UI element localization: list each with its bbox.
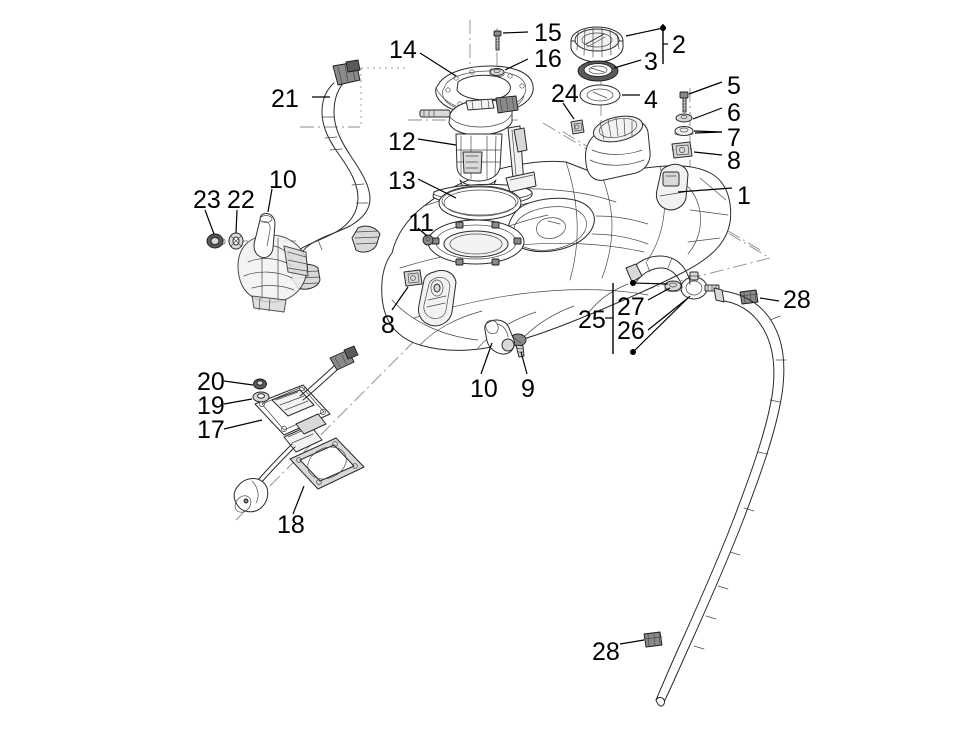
- callout-19: 19: [197, 392, 225, 420]
- vent-hose-upper: [625, 255, 691, 289]
- callout-25: 25: [578, 306, 606, 334]
- part-23-nut: [206, 233, 226, 249]
- part-13-sealing-ring: [438, 185, 522, 221]
- callout-3: 3: [644, 48, 658, 76]
- part-4-filler-gasket: [579, 84, 621, 106]
- callout-28b: 28: [592, 638, 620, 666]
- part-15-stud-bolt: [493, 30, 502, 51]
- filler-neck: [585, 115, 651, 181]
- long-vent-hose: [655, 287, 787, 707]
- callout-17: 17: [197, 416, 225, 444]
- callout-15: 15: [534, 19, 562, 47]
- part-17-level-sender: [233, 345, 359, 513]
- part-22-washer: [228, 232, 244, 250]
- callout-13: 13: [388, 167, 416, 195]
- callout-6: 6: [727, 99, 741, 127]
- callout-26: 26: [617, 317, 645, 345]
- callout-10: 10: [470, 375, 498, 403]
- part-8-clip-nut-front: [403, 269, 423, 287]
- callout-8b: 8: [381, 311, 395, 339]
- callout-11: 11: [408, 209, 434, 237]
- part-16-nut: [489, 68, 505, 77]
- callout-22: 22: [227, 186, 255, 214]
- part-24-clip: [570, 119, 585, 135]
- part-12-fuel-pump: [419, 95, 537, 206]
- callout-18: 18: [277, 511, 305, 539]
- callout-14: 14: [389, 36, 417, 64]
- part-19-washer: [252, 391, 270, 403]
- part-10-bush-front: [484, 319, 515, 355]
- callout-27: 27: [617, 293, 645, 321]
- callout-8: 8: [727, 147, 741, 175]
- callout-12: 12: [388, 128, 416, 156]
- part-11-nut: [422, 234, 434, 246]
- part-7-spacer: [674, 126, 694, 136]
- part-18-sender-gasket: [289, 437, 365, 490]
- callout-28: 28: [783, 286, 811, 314]
- part-3-cap-seal: [577, 60, 619, 82]
- callout-24: 24: [551, 80, 579, 108]
- callout-2: 2: [672, 31, 686, 59]
- callout-7: 7: [727, 124, 741, 152]
- part-20-nut: [253, 378, 267, 390]
- part-2-fuel-cap: [570, 26, 624, 63]
- callout-23: 23: [193, 186, 221, 214]
- part-8-clip-nut-upper: [671, 141, 693, 159]
- callout-5: 5: [727, 72, 741, 100]
- leader-lines: [204, 24, 780, 645]
- part-26-valve-body: [680, 271, 720, 300]
- part-28-hose-clip-upper: [739, 289, 759, 305]
- callout-20: 20: [197, 368, 225, 396]
- part-5-bolt: [679, 91, 689, 113]
- part-6-washer: [675, 113, 693, 123]
- callout-21: 21: [271, 85, 299, 113]
- callout-10b: 10: [269, 166, 297, 194]
- part-28-hose-clip-lower: [643, 631, 663, 648]
- callout-9: 9: [521, 375, 535, 403]
- callout-4: 4: [644, 86, 658, 114]
- callout-1: 1: [737, 182, 751, 210]
- callout-16: 16: [534, 45, 562, 73]
- part-10-bush-left: [253, 213, 276, 259]
